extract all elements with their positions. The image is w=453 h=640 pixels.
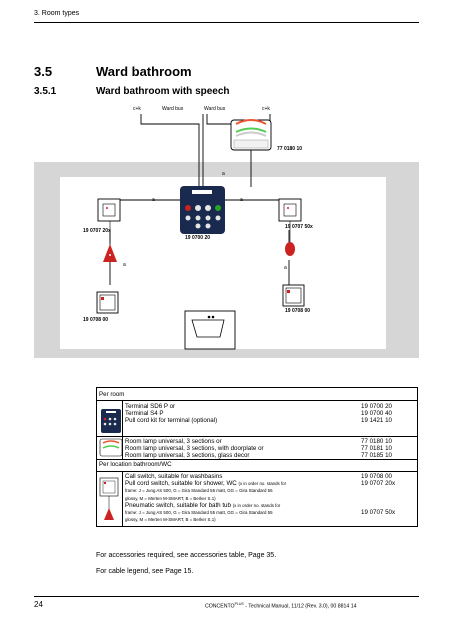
table-cell: Pull cord switch, suitable for shower, W… — [125, 480, 237, 488]
table-row-switches-artno2: 19 0707 20x — [361, 480, 396, 487]
pull-cord-thumb-icon — [104, 496, 114, 520]
cable-label-lamp: a — [222, 171, 225, 177]
table-col-rule — [122, 471, 123, 527]
terminal-number: 19 0700 20 — [185, 235, 211, 241]
terminal-icon — [180, 186, 225, 234]
terminal-thumb-icon — [101, 409, 121, 433]
table-row-lamp: Room lamp universal, 3 sections or Room … — [125, 438, 264, 460]
table-rule — [96, 459, 418, 460]
call-switch-right-icon — [282, 284, 305, 307]
cable-label-pull: a — [123, 262, 126, 268]
pull-switch-number: 19 0707 20x — [83, 228, 111, 234]
heading2-title: Ward bathroom with speech — [96, 86, 230, 97]
table-row-lamp-artnos: 77 0180 10 77 0181 10 77 0185 10 — [361, 438, 392, 460]
table-row-terminal: Terminal SD6 P or Terminal S4 P Pull cor… — [125, 403, 217, 425]
bus-label-ck-right: c+k — [262, 106, 270, 112]
room-lamp-thumb-icon — [99, 438, 123, 457]
table-cell: Room lamp universal, 3 sections, glass d… — [125, 452, 250, 460]
table-cell: Pull cord switch, suitable for shower, W… — [125, 480, 361, 487]
table-section-bathroom: Per location bathroom/WC — [99, 461, 172, 468]
table-cell: Room lamp universal, 3 sections, with do… — [125, 445, 264, 453]
table-cell: 19 0700 20 — [361, 403, 392, 410]
bus-label-ward-left: Ward bus — [162, 106, 184, 112]
table-cell: frame: J = Jung AS 500, G = Gira Standar… — [125, 488, 273, 494]
bathtub-icon — [184, 310, 236, 350]
note-cable-legend: For cable legend, see Page 15. — [96, 568, 194, 575]
table-cell: 77 0180 10 — [361, 438, 392, 445]
table-section-room: Per room — [99, 391, 125, 398]
cable-label-pneumatic: a — [284, 265, 287, 271]
table-cell: Call switch, suitable for washbasins — [125, 473, 223, 480]
table-cell: Terminal SD6 P or — [125, 403, 176, 410]
table-cell: Room lamp universal, 3 sections or — [125, 438, 222, 445]
table-cell: glossy, M = Merten M-SMART, B = Berker S… — [125, 495, 216, 501]
footer-text: CONCENTOPLUS - Technical Manual, 11/12 (… — [205, 602, 357, 610]
table-row-switches-artno3: 19 0707 50x — [361, 509, 396, 516]
heading1-number: 3.5 — [34, 64, 53, 79]
table-row-switches: Call switch, suitable for washbasins Pul… — [125, 473, 361, 523]
pneumatic-number: 19 0707 50x — [285, 224, 313, 230]
table-rule — [96, 400, 418, 401]
table-cell: Terminal S4 P — [125, 410, 164, 418]
table-rule — [96, 471, 418, 472]
pneumatic-switch-icon — [278, 198, 302, 256]
table-cell: (x in order no. stands for — [238, 481, 287, 487]
table-cell: frame: J = Jung AS 500, G = Gira Standar… — [125, 510, 273, 516]
footer-rest: - Technical Manual, 11/12 (Rev. 3.0), 00… — [243, 603, 357, 610]
table-cell: Pull cord kit for terminal (optional) — [125, 417, 218, 425]
table-row-terminal-artnos: 19 0700 20 19 0700 40 19 1421 10 — [361, 403, 392, 425]
table-cell: (x in order no. stands for — [232, 502, 281, 508]
table-cell: 19 0700 40 — [361, 410, 392, 418]
bus-label-ward-right: Ward bus — [204, 106, 226, 112]
footer-brand: CONCENTO — [205, 603, 235, 610]
table-cell: glossy, M = Merten M-SMART, B = Berker S… — [125, 517, 216, 523]
table-cell: 77 0185 10 — [361, 452, 392, 460]
pull-cord-switch-icon — [97, 198, 121, 262]
table-cell: Pneumatic switch, suitable for bath tub — [125, 501, 231, 509]
call-switch-left-icon — [96, 291, 119, 314]
parts-table — [96, 387, 418, 527]
cable-label-right: a — [240, 197, 243, 203]
footer-rule — [34, 596, 419, 597]
cable-label-left: a — [152, 197, 155, 203]
table-cell: 19 1421 10 — [361, 417, 392, 425]
footer-brand-sup: PLUS — [234, 602, 244, 606]
table-cell: 77 0181 10 — [361, 445, 392, 453]
heading2-number: 3.5.1 — [34, 86, 57, 97]
bus-label-ck-left: c+k — [133, 106, 141, 112]
section-label: 3. Room types — [34, 10, 80, 17]
room-lamp-number: 77 0180 10 — [277, 146, 303, 152]
table-cell: Pneumatic switch, suitable for bath tub … — [125, 502, 361, 509]
call-switch-left-number: 19 0708 00 — [83, 317, 109, 323]
table-row-switches-artno1: 19 0708 00 — [361, 473, 392, 480]
room-lamp-icon — [230, 119, 272, 151]
note-accessories: For accessories required, see accessorie… — [96, 552, 277, 559]
table-col-rule — [122, 400, 123, 459]
heading1-title: Ward bathroom — [96, 64, 192, 79]
call-switch-right-number: 19 0708 00 — [285, 308, 311, 314]
header-rule — [34, 22, 419, 23]
table-rule — [96, 436, 418, 437]
page-number: 24 — [34, 600, 43, 609]
